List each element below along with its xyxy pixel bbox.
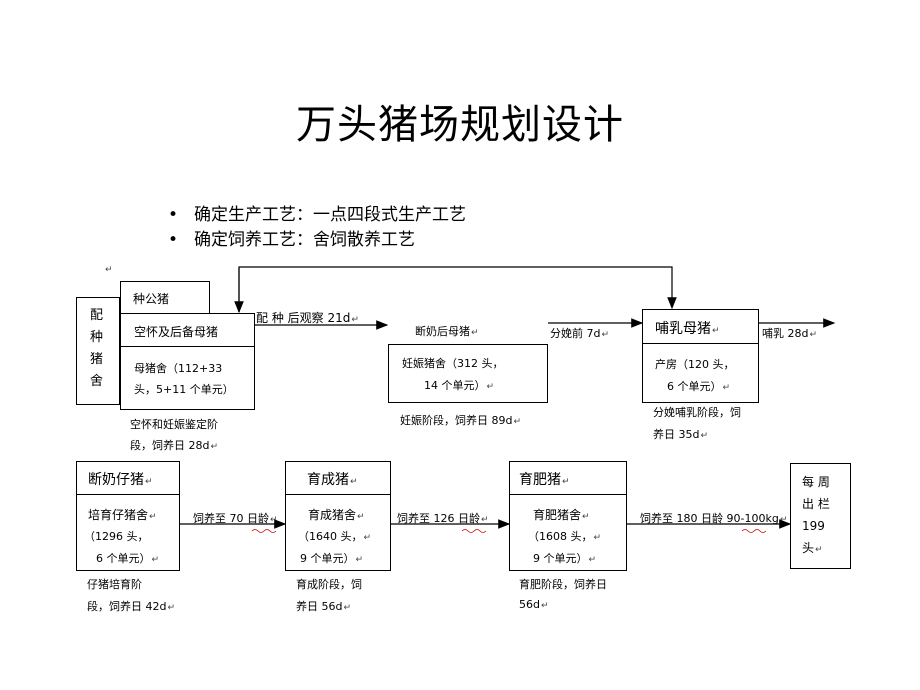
breeding-observe-label: 配 种 后观察 21d↵ [256,311,359,325]
finisher-to-sale-label: 饲养至 180 日龄 90-100kg↵ [640,512,788,525]
vertical-char: 种 [90,330,104,345]
grower-divider [285,494,391,495]
farrowing-line1: 产房（120 头， [655,358,735,371]
weekly-sale-line: 199 [802,519,825,533]
pre-farrow-label: 分娩前 7d↵ [550,327,610,340]
nursery-house-box [76,461,180,571]
nursery-to-grower-label: 饲养至 70 日龄↵ [193,512,278,525]
page-title: 万头猪场规划设计 [296,102,624,148]
gestation-house-box [388,344,548,403]
grower-to-finisher-label: 饲养至 126 日龄↵ [397,512,489,525]
grower-line3: 9 个单元）↵ [300,552,364,565]
gestation-line1: 妊娠猪舍（312 头， [402,357,504,370]
sow-house-note2: 段，饲养日 28d↵ [130,439,219,452]
grower-line1: 育成猪舍↵ [308,508,365,522]
weaned-sow-label: 断奶后母猪↵ [415,325,479,338]
sow-house-line1: 母猪舍（112+33 [134,362,223,375]
farrowing-note1: 分娩哺乳阶段，饲 [653,406,741,419]
farrowing-divider [642,343,759,344]
finisher-line3: 9 个单元）↵ [533,552,597,565]
nursery-line3: 6 个单元）↵ [96,552,160,565]
lactating-sow-label: 哺乳母猪↵ [655,321,720,337]
nursery-note1: 仔猪培育阶 [87,578,142,591]
sow-house-note1: 空怀和妊娠鉴定阶 [130,418,218,431]
nursery-note2: 段，饲养日 42d↵ [87,600,176,613]
feedback-loop-line [238,266,677,312]
boar-box [120,281,210,314]
bullet-dot: • [168,205,179,225]
gestation-line2: 14 个单元）↵ [424,379,495,392]
grower-label: 育成猪↵ [307,472,358,488]
finisher-note1: 育肥阶段，饲养日 [519,578,607,591]
weekly-sale-text: 每 周 出 栏 199 头↵ [802,471,830,561]
bullet-list: • 确定生产工艺：一点四段式生产工艺 • 确定饲养工艺：舍饲散养工艺 [168,203,466,253]
bullet-item: • 确定饲养工艺：舍饲散养工艺 [168,228,466,253]
boar-label: 种公猪 [133,292,170,306]
grower-note1: 育成阶段，饲 [296,578,362,591]
sow-house-box [120,313,255,410]
weekly-sale-line: 头↵ [802,541,823,555]
bullet-dot: • [168,230,179,250]
finisher-note2: 56d↵ [519,598,549,611]
sow-house-line2: 头，5+11 个单元） [134,383,234,396]
nursery-line2: （1296 头， [84,530,149,543]
finisher-house-box [509,461,627,571]
grower-line2: （1640 头，↵ [298,530,372,543]
wavy-underline [251,529,277,533]
breeding-house-vertical-label: 配 种 猪 舍 [90,305,103,393]
weekly-sale-line: 出 栏 [802,497,830,511]
breeding-house-label-box [76,297,120,405]
finisher-line1: 育肥猪舍↵ [533,508,590,522]
wavy-underline [461,529,487,533]
sow-house-divider [120,346,255,347]
nursery-divider [76,494,180,495]
lactation-duration-label: 哺乳 28d↵ [762,327,818,340]
vertical-char: 舍 [90,374,104,389]
grower-house-box [285,461,391,571]
weekly-sale-line: 每 周 [802,475,830,489]
farrowing-note2: 养日 35d↵ [653,428,709,441]
finisher-divider [509,494,627,495]
bullet-item: • 确定生产工艺：一点四段式生产工艺 [168,203,466,228]
gestation-note: 妊娠阶段，饲养日 89d↵ [400,414,522,427]
finisher-label: 育肥猪↵ [519,472,570,488]
farrowing-line2: 6 个单元）↵ [667,380,731,393]
bullet-text: 确定生产工艺：一点四段式生产工艺 [194,205,466,225]
empty-sow-label: 空怀及后备母猪 [134,325,219,339]
vertical-char: 猪 [90,352,104,367]
grower-note2: 养日 56d↵ [296,600,352,613]
paragraph-mark: ↵ [105,265,113,275]
nursery-line1: 培育仔猪舍↵ [88,508,157,522]
bullet-text: 确定饲养工艺：舍饲散养工艺 [194,230,415,250]
wavy-underline [741,529,767,533]
finisher-line2: （1608 头，↵ [528,530,602,543]
farrowing-house-box [642,309,759,403]
weekly-sale-box [790,463,851,569]
weaned-piglet-label: 断奶仔猪↵ [88,472,153,488]
vertical-char: 配 [90,308,104,323]
